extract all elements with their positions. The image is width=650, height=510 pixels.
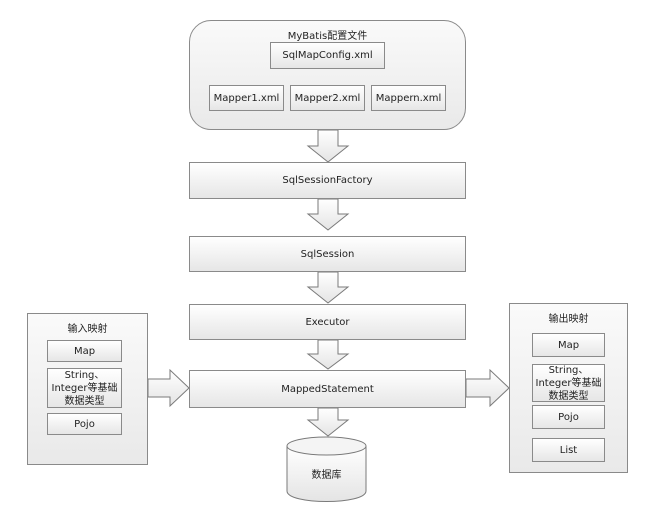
executor-box: Executor — [189, 304, 466, 340]
database-cylinder — [286, 446, 367, 502]
arrow-config-to-factory — [306, 129, 350, 163]
sqlsessionfactory-box: SqlSessionFactory — [189, 162, 466, 199]
mapper2-file: Mapper2.xml — [290, 85, 365, 111]
mappedstatement-box: MappedStatement — [189, 370, 466, 408]
mapper1-file: Mapper1.xml — [209, 85, 284, 111]
arrow-statement-to-database — [306, 407, 350, 437]
mybatis-config-group: MyBatis配置文件 — [189, 20, 466, 130]
output-map-item: Map — [532, 333, 605, 357]
sqlmapconfig-file: SqlMapConfig.xml — [270, 42, 385, 69]
arrow-input-to-statement — [147, 368, 190, 408]
arrow-executor-to-statement — [306, 339, 350, 370]
database-label: 数据库 — [311, 470, 342, 481]
sqlsession-box: SqlSession — [189, 236, 466, 272]
input-mapping-title: 输入映射 — [67, 324, 108, 335]
input-pojo-item: Pojo — [47, 413, 122, 435]
config-group-title: MyBatis配置文件 — [287, 31, 368, 42]
arrow-statement-to-output — [465, 368, 510, 408]
input-map-item: Map — [47, 340, 122, 362]
output-list-item: List — [532, 438, 605, 462]
mappern-file: Mappern.xml — [371, 85, 446, 111]
output-basic-types-item: String、 Integer等基础 数据类型 — [532, 364, 605, 402]
database-cylinder-top — [286, 436, 367, 456]
output-mapping-title: 输出映射 — [548, 314, 589, 325]
arrow-factory-to-session — [306, 198, 350, 231]
arrow-session-to-executor — [306, 271, 350, 304]
output-pojo-item: Pojo — [532, 405, 605, 429]
input-basic-types-item: String、 Integer等基础 数据类型 — [47, 368, 122, 408]
